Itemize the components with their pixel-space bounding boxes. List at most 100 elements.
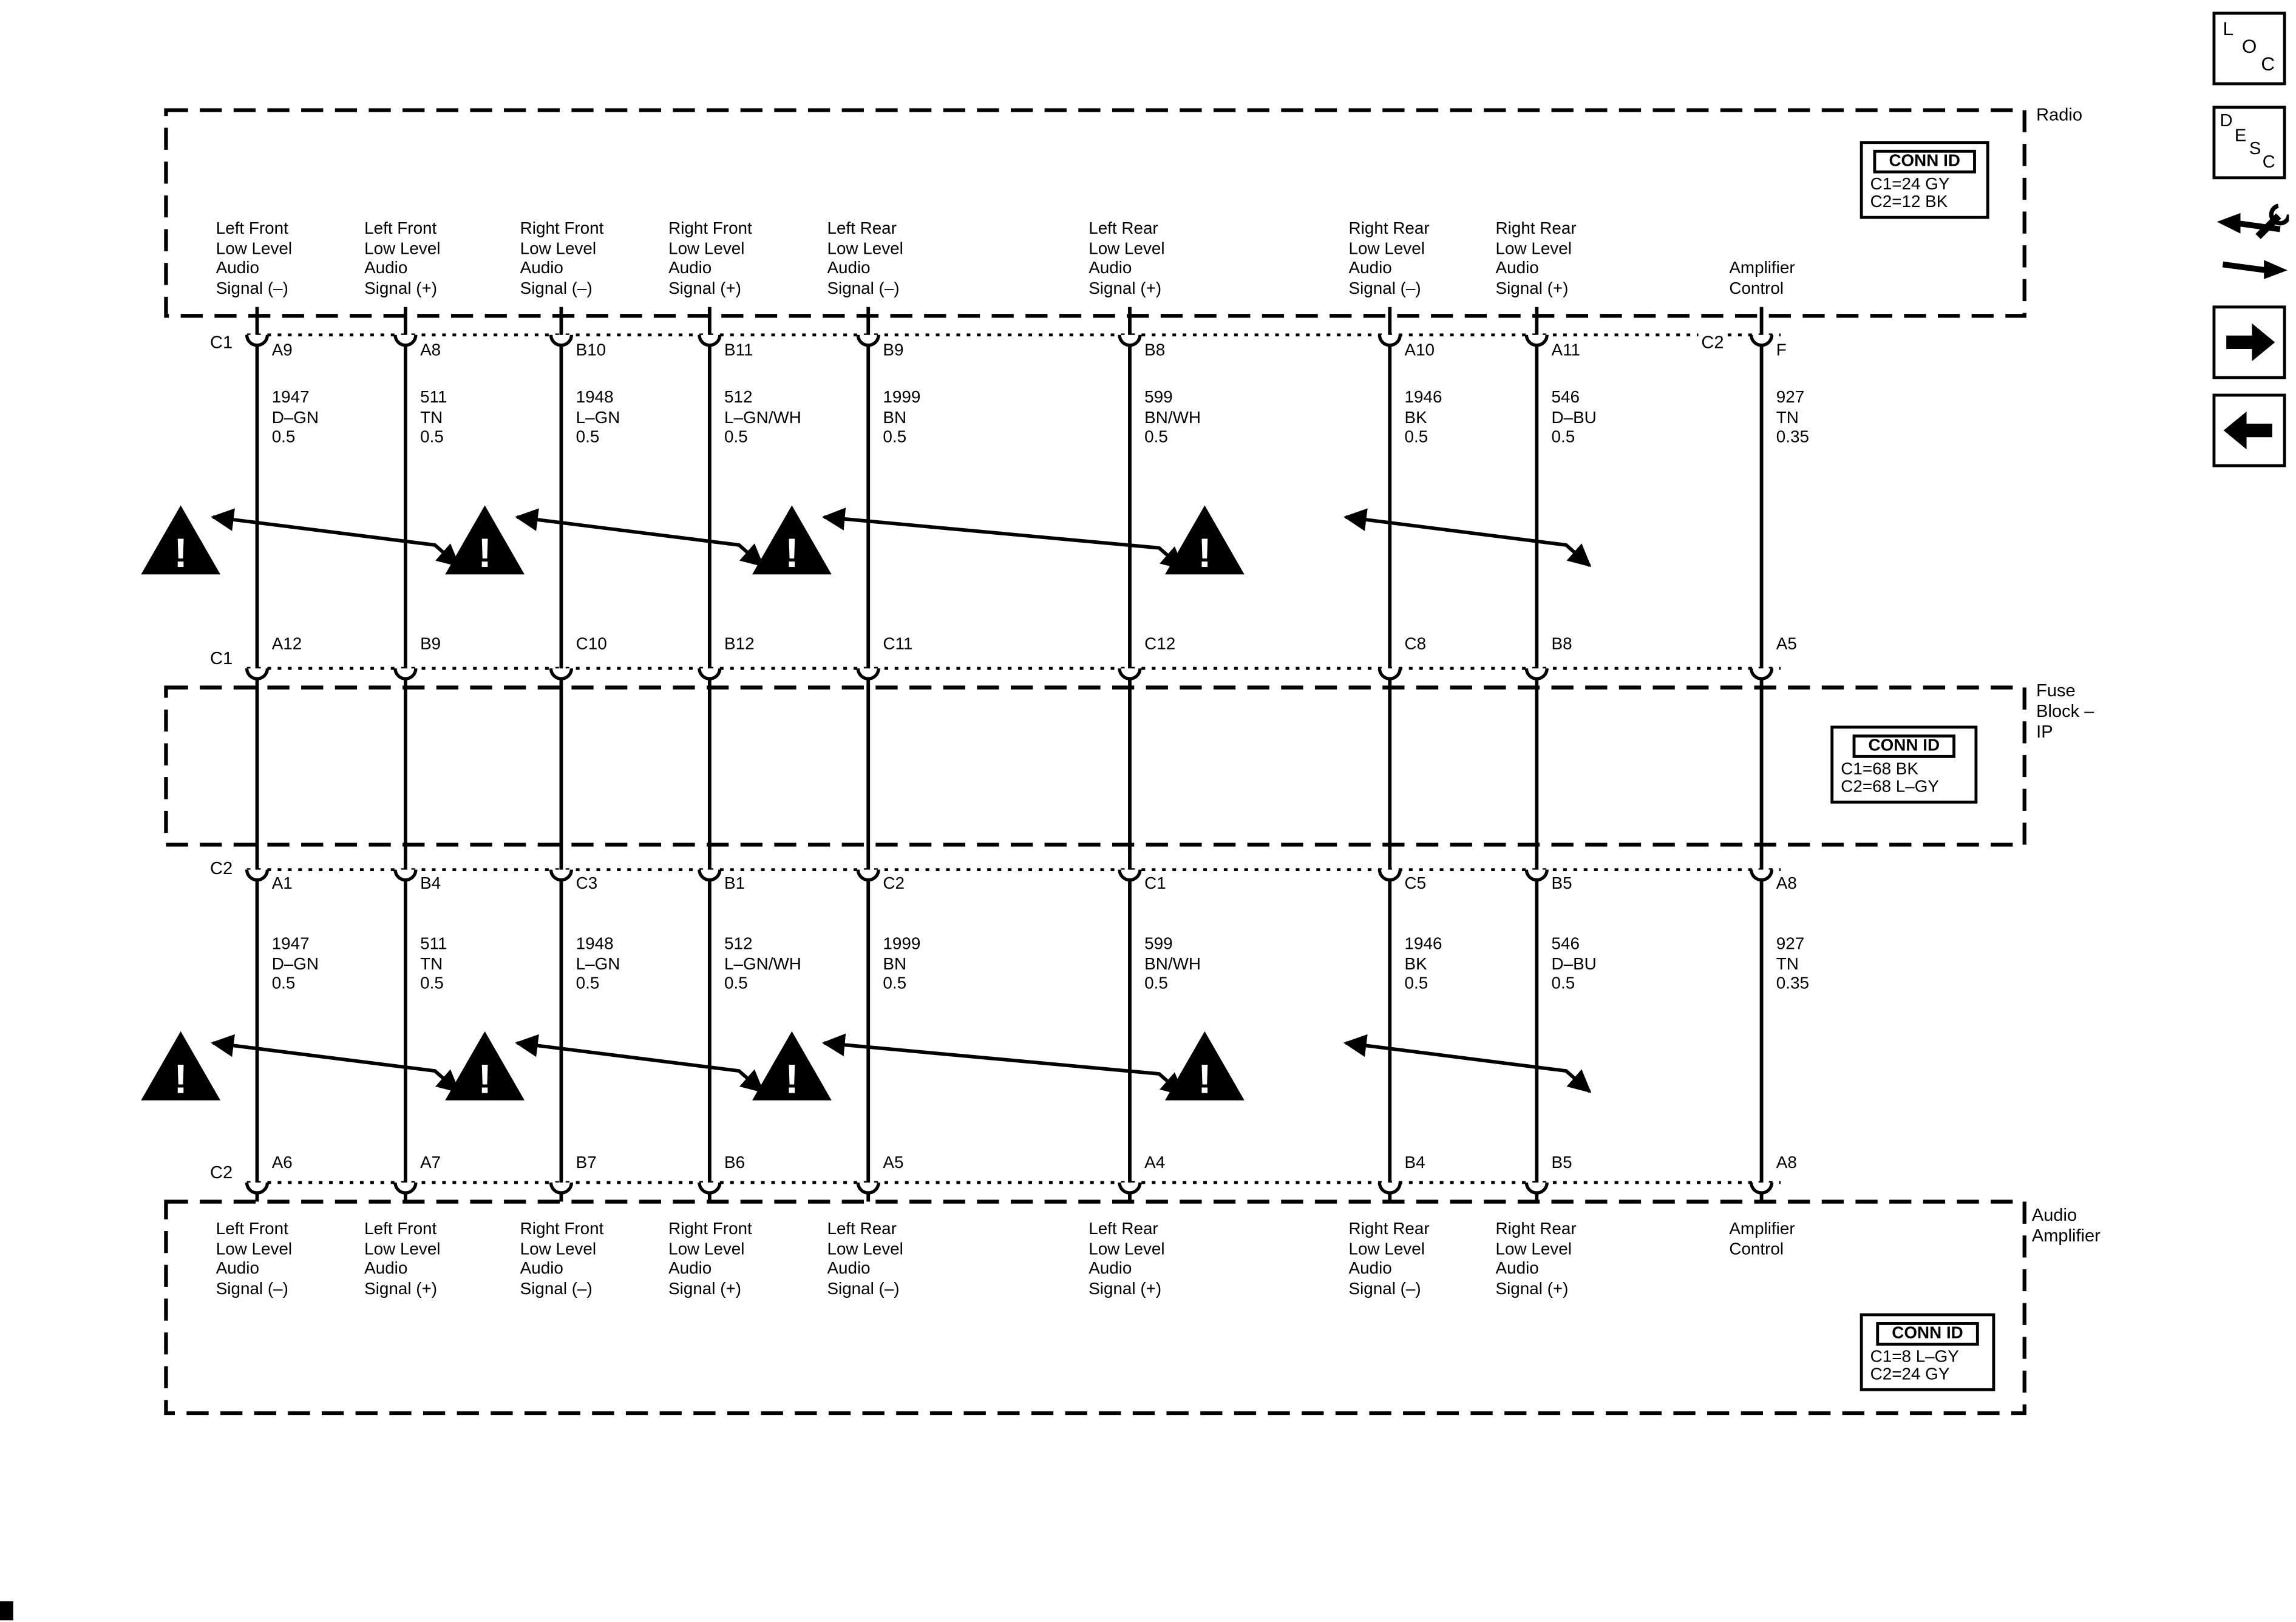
radio-signal-3: Right Front Low Level Audio Signal (–)	[520, 220, 604, 298]
pin-icon	[1749, 668, 1774, 680]
warning-triangle-icon	[445, 1031, 525, 1101]
pin-icon	[1749, 1182, 1774, 1195]
forward-button[interactable]	[2212, 305, 2286, 379]
fuse-top-pin-3: C10	[576, 636, 607, 654]
desc-letter: D	[2220, 110, 2233, 131]
wire-label-top-2: 511 TN 0.5	[420, 389, 447, 447]
radio-signal-6: Left Rear Low Level Audio Signal (+)	[1089, 220, 1165, 298]
wire-label-top-1: 1947 D–GN 0.5	[271, 389, 319, 447]
pin-icon	[549, 668, 574, 680]
pin-icon	[393, 869, 418, 882]
twisted-pair-arrow-icon	[211, 508, 460, 568]
amp-pin-3: B7	[576, 1155, 597, 1173]
twisted-pair-arrow-icon	[515, 1034, 764, 1093]
routing-button[interactable]	[2212, 202, 2291, 288]
desc-letter: S	[2249, 138, 2261, 159]
pin-icon	[1118, 1182, 1142, 1195]
pin-icon	[856, 1182, 880, 1195]
warning-triangle-icon	[1165, 505, 1245, 575]
pin-icon	[698, 1182, 722, 1195]
pin-icon	[245, 334, 270, 347]
amp-pin-8: B5	[1551, 1155, 1572, 1173]
radio-pin-5: B9	[883, 342, 904, 360]
back-button[interactable]	[2212, 393, 2286, 467]
fuse-top-pin-5: C11	[883, 636, 913, 654]
amplifier-title: Audio Amplifier	[2031, 1204, 2101, 1246]
fuse-top-connector-c1: C1	[207, 648, 236, 669]
amplifier-box-outline	[164, 1200, 2026, 1416]
wire-label-bottom-1: 1947 D–GN 0.5	[271, 935, 319, 994]
radio-pin-8: A11	[1551, 342, 1580, 360]
amp-signal-6: Left Rear Low Level Audio Signal (+)	[1089, 1221, 1165, 1298]
radio-signal-2: Left Front Low Level Audio Signal (+)	[364, 220, 441, 298]
desc-button[interactable]: D E S C	[2212, 106, 2286, 180]
page-edge-mark	[0, 1601, 13, 1621]
conn-id-title: CONN ID	[1852, 735, 1956, 758]
wire-label-top-4: 512 L–GN/WH 0.5	[724, 389, 801, 447]
wire-label-bottom-5: 1999 BN 0.5	[883, 935, 921, 994]
conn-id-line: C2=24 GY	[1870, 1366, 1950, 1384]
conn-id-line: C2=12 BK	[1870, 194, 1948, 212]
twisted-pair-warning-triangles: ! ! ! ! ! ! ! !	[141, 505, 1245, 1102]
twisted-pair-arrow-icon	[1343, 1034, 1592, 1093]
amp-pin-2: A7	[420, 1155, 441, 1173]
radio-pin-2: A8	[420, 342, 441, 360]
amplifier-connector-c2: C2	[207, 1162, 236, 1183]
warning-mark: !	[478, 1056, 492, 1102]
conn-id-line: C2=68 L–GY	[1841, 778, 1939, 796]
pin-icon	[1524, 1182, 1549, 1195]
pin-icon	[1524, 869, 1549, 882]
pin-icon	[698, 334, 722, 347]
fuse-top-pin-6: C12	[1144, 636, 1176, 654]
pin-icon	[1749, 869, 1774, 882]
connector-pins	[245, 334, 1774, 1195]
loc-button[interactable]: L O C	[2212, 12, 2286, 86]
pin-icon	[393, 668, 418, 680]
fuse-bottom-pin-7: C5	[1404, 875, 1427, 894]
twisted-pair-arrow-icon	[211, 1034, 460, 1093]
conn-id-title: CONN ID	[1872, 149, 1977, 174]
fuse-bottom-pin-4: B1	[724, 875, 746, 894]
wire-routing-icon	[2216, 203, 2291, 279]
wire-label-top-9: 927 TN 0.35	[1776, 389, 1809, 447]
warning-triangle-icon	[752, 505, 832, 575]
left-arrow-icon	[2223, 411, 2272, 450]
pin-icon	[856, 668, 880, 680]
amp-signal-9: Amplifier Control	[1729, 1221, 1795, 1258]
desc-letter: C	[2262, 151, 2275, 172]
twisted-pair-arrows	[211, 507, 1592, 1096]
warning-triangle-icon	[141, 1031, 220, 1101]
pin-icon	[856, 334, 880, 347]
pin-icon	[698, 869, 722, 882]
amp-pin-4: B6	[724, 1155, 746, 1173]
conn-id-line: C1=8 L–GY	[1870, 1348, 1959, 1366]
pin-icon	[1524, 668, 1549, 680]
fuse-top-pin-8: B8	[1551, 636, 1572, 654]
radio-signal-9: Amplifier Control	[1729, 260, 1795, 298]
warning-mark: !	[174, 1056, 188, 1102]
twisted-pair-arrow-icon	[1343, 508, 1592, 568]
fuse-bottom-pin-6: C1	[1144, 875, 1166, 894]
amp-signal-2: Left Front Low Level Audio Signal (+)	[364, 1221, 441, 1298]
fuse-top-pin-1: A12	[271, 636, 302, 654]
pin-icon	[393, 1182, 418, 1195]
fuse-block-title: Fuse Block – IP	[2036, 680, 2094, 742]
radio-connector-c1: C1	[207, 331, 236, 353]
fuse-top-pin-4: B12	[724, 636, 755, 654]
pin-icon	[1377, 334, 1402, 347]
amp-signal-7: Right Rear Low Level Audio Signal (–)	[1348, 1221, 1430, 1298]
conn-id-line: C1=68 BK	[1841, 761, 1918, 779]
wire-label-bottom-6: 599 BN/WH 0.5	[1144, 935, 1201, 994]
fuse-bottom-connector-c2: C2	[207, 858, 236, 879]
warning-mark: !	[1198, 1056, 1212, 1102]
wire-label-top-6: 599 BN/WH 0.5	[1144, 389, 1201, 447]
radio-pin-6: B8	[1144, 342, 1166, 360]
fuse-top-pin-9: A5	[1776, 636, 1797, 654]
radio-signal-8: Right Rear Low Level Audio Signal (+)	[1495, 220, 1577, 298]
amp-signal-5: Left Rear Low Level Audio Signal (–)	[827, 1221, 903, 1298]
pin-icon	[1377, 1182, 1402, 1195]
radio-pin-9: F	[1776, 342, 1787, 360]
radio-signal-5: Left Rear Low Level Audio Signal (–)	[827, 220, 903, 298]
pin-icon	[698, 668, 722, 680]
